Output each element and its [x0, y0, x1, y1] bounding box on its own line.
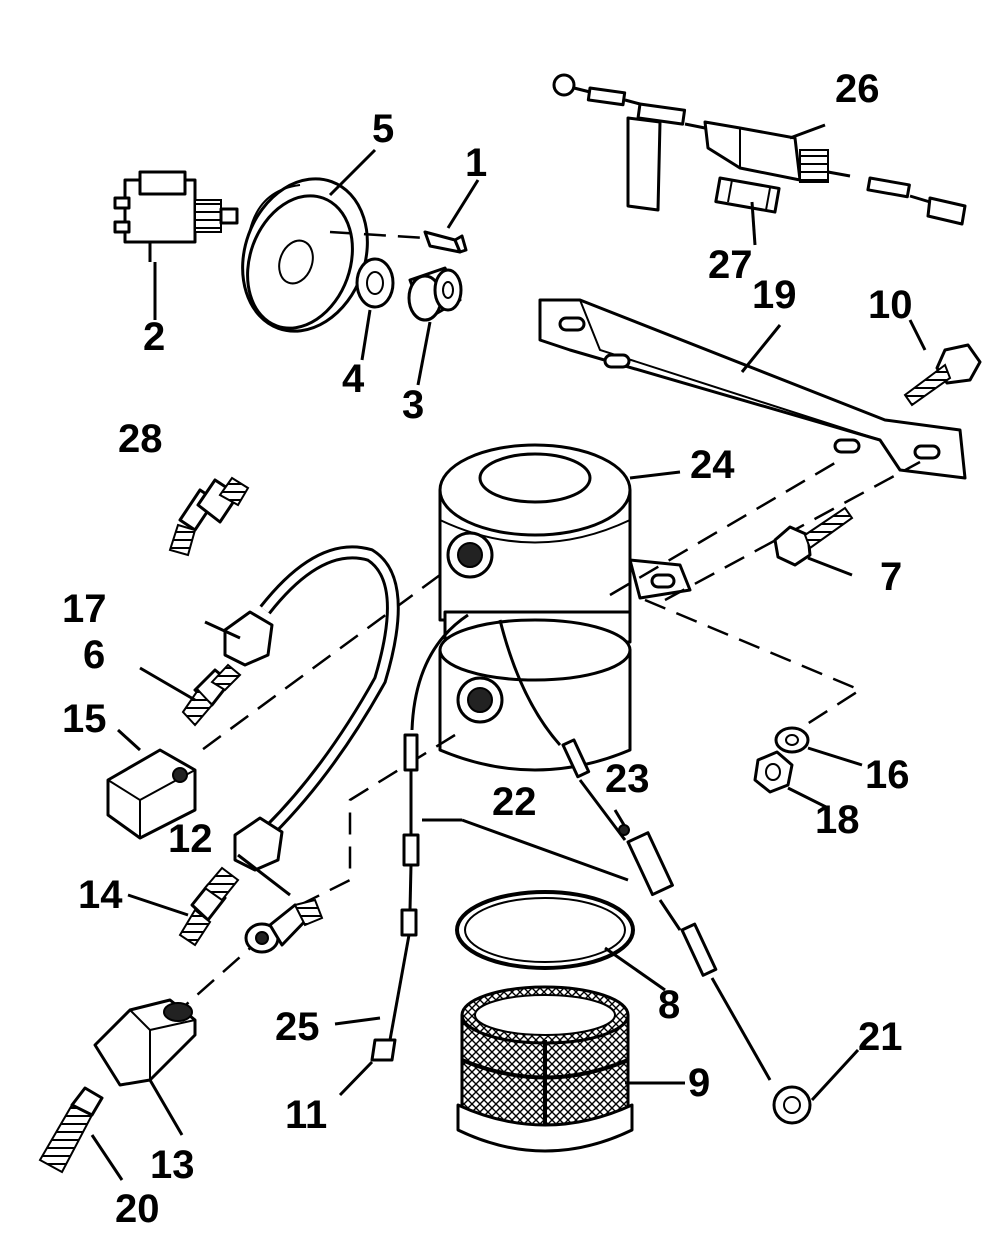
fitting-28-part: [168, 476, 250, 557]
label-27: 27: [708, 243, 753, 287]
screw-part: [423, 230, 468, 254]
bracket-bolt-part: [903, 343, 982, 407]
toggle-switch-part: [113, 170, 239, 262]
knob-part: [241, 177, 369, 333]
pump-bolt-part: [773, 506, 854, 567]
label-19: 19: [752, 273, 797, 317]
label-21: 21: [858, 1015, 903, 1059]
fitting-14-part: [178, 866, 240, 947]
label-25: 25: [275, 1005, 320, 1049]
label-14: 14: [78, 873, 123, 917]
spacer-part: [407, 266, 463, 322]
filter-screen-part: [456, 985, 634, 1153]
label-15: 15: [62, 697, 107, 741]
o-ring-part: [455, 890, 635, 970]
label-3: 3: [402, 383, 424, 427]
hex-nut-part: [753, 750, 794, 794]
label-20: 20: [115, 1187, 160, 1231]
block-fitting-15-part: [106, 748, 197, 840]
label-7: 7: [880, 555, 902, 599]
fuse-holder-harness-part: [552, 73, 967, 226]
nut-part: [355, 257, 395, 309]
barb-fitting-20-part: [38, 1086, 104, 1174]
label-12: 12: [168, 817, 213, 861]
fitting-6-part: [181, 663, 242, 727]
wire-21-part: [561, 738, 812, 1125]
label-5: 5: [372, 107, 394, 151]
connector-23-part: [618, 824, 630, 836]
fuel-line-part: [223, 545, 400, 872]
label-4: 4: [342, 357, 365, 401]
label-16: 16: [865, 753, 910, 797]
fuel-pump-part: [438, 443, 692, 772]
label-28: 28: [118, 417, 163, 461]
washer-part: [774, 726, 810, 754]
label-23: 23: [605, 757, 650, 801]
label-18: 18: [815, 798, 860, 842]
label-10: 10: [868, 283, 913, 327]
fuse-part: [714, 176, 781, 214]
label-22: 22: [492, 780, 537, 824]
wire-25-part: [370, 733, 420, 1062]
label-11: 11: [285, 1093, 327, 1137]
label-26: 26: [835, 67, 880, 111]
label-13: 13: [150, 1143, 195, 1187]
mounting-bracket-part: [538, 298, 967, 480]
label-24: 24: [690, 443, 735, 487]
label-2: 2: [143, 315, 165, 359]
label-8: 8: [658, 983, 680, 1027]
fitting-12-part: [244, 898, 324, 954]
label-9: 9: [688, 1061, 710, 1105]
label-6: 6: [83, 633, 105, 677]
label-17: 17: [62, 587, 107, 631]
label-1: 1: [465, 141, 487, 185]
block-fitting-13-part: [93, 998, 197, 1087]
